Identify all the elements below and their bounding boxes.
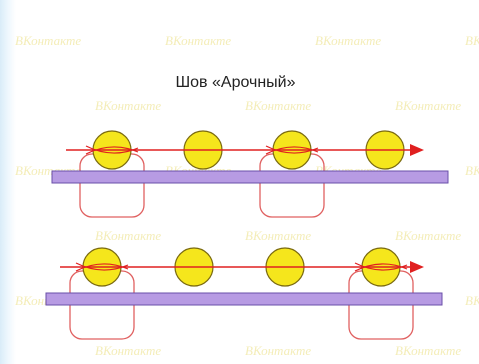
watermark-text: ВКонтакте bbox=[95, 343, 161, 358]
diagram-title: Шов «Арочный» bbox=[175, 74, 296, 91]
watermark-text: ВКонтакте bbox=[245, 228, 311, 243]
thread-cross bbox=[85, 145, 139, 154]
thread-cross bbox=[354, 263, 408, 272]
watermark-text: ВКонтакте bbox=[465, 33, 479, 48]
watermark-text: ВКонтакте bbox=[95, 228, 161, 243]
thread-cross bbox=[85, 146, 139, 155]
thread-cross bbox=[354, 262, 408, 271]
watermark-text: ВКонтакте bbox=[165, 33, 231, 48]
watermark-text: ВКонтакте bbox=[315, 33, 381, 48]
watermark-text: ВКонтакте bbox=[465, 293, 479, 308]
watermark-text: ВКонтакте bbox=[95, 98, 161, 113]
watermark-text: ВКонтакте bbox=[15, 33, 81, 48]
thread-cross bbox=[75, 263, 129, 272]
thread-cross bbox=[75, 262, 129, 271]
watermark-text: ВКонтакте bbox=[395, 228, 461, 243]
watermark-text: ВКонтакте bbox=[245, 98, 311, 113]
arrow-head bbox=[410, 261, 424, 273]
thread-cross bbox=[265, 145, 319, 154]
watermark-text: ВКонтакте bbox=[245, 343, 311, 358]
base-rod bbox=[45, 292, 443, 306]
watermark-text: ВКонтакте bbox=[395, 343, 461, 358]
thread-cross bbox=[265, 146, 319, 155]
watermark-text: ВКонтакте bbox=[465, 163, 479, 178]
base-rod bbox=[51, 170, 449, 184]
arrow-head bbox=[410, 144, 424, 156]
watermark-text: ВКонтакте bbox=[395, 98, 461, 113]
